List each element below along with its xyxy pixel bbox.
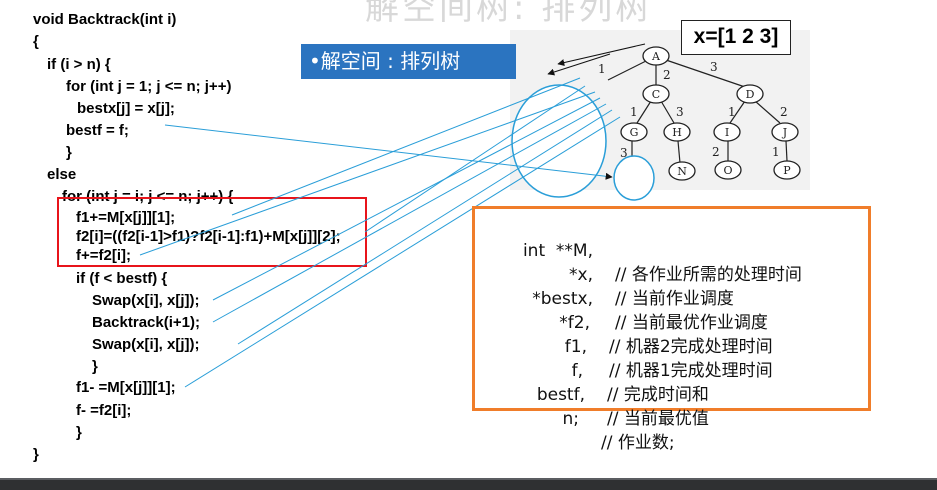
code-line: } [33,446,39,463]
permutation-label: x=[1 2 3] [681,20,791,55]
var-row: *f2, // 机器2完成处理时间 [475,287,868,383]
var-decl: *x, [569,265,593,285]
var-comment: // 当前最优值 [607,409,709,429]
var-decl: *bestx, [532,289,593,309]
var-decl: *f2, [559,313,590,333]
code-line: Swap(x[i], x[j]); [92,292,200,309]
solution-space-label: •解空间 : 排列树 [301,44,516,79]
code-line: { [33,33,39,50]
code-line: if (i > n) { [47,56,111,73]
var-comment: // 当前作业调度 [615,289,734,309]
var-comment: // 机器2完成处理时间 [609,337,773,357]
var-row: f, // 完成时间和 [475,335,868,431]
var-row: int **M, // 各作业所需的处理时间 [475,215,868,311]
code-line: else [47,166,77,183]
code-line: } [76,424,82,441]
slide-title-faded: 解空间树: 排列树 [365,0,653,28]
variable-legend: int **M, // 各作业所需的处理时间 *x, // 当前作业调度 *be… [472,206,871,453]
code-line: } [92,358,98,375]
var-decl: n; [562,409,579,429]
code-line: Backtrack(i+1); [92,314,200,331]
var-comment: // 完成时间和 [607,385,709,405]
bottom-bar-stripe [0,478,937,480]
var-comment: // 当前最优作业调度 [615,313,768,333]
var-decl: f, [571,361,583,381]
code-line: for (int j = 1; j <= n; j++) [66,78,232,95]
code-line: void Backtrack(int i) [33,11,177,28]
bottom-bar [0,478,937,490]
code-line: f1- =M[x[j]][1]; [76,379,176,396]
code-line: bestx[j] = x[j]; [77,100,175,117]
code-line: if (f < bestf) { [76,270,168,287]
var-row: *bestx, // 当前最优作业调度 [475,263,868,359]
var-comment: // 机器1完成处理时间 [609,361,773,381]
var-decl: bestf, [536,385,585,405]
code-line: Swap(x[i], x[j]); [92,336,200,353]
var-decl: int **M, [522,241,593,261]
code-line: bestf = f; [66,122,129,139]
code-line: } [66,144,72,161]
highlight-box [57,197,367,267]
code-line: f+=f2[i]; [76,247,132,264]
code-line: f- =f2[i]; [76,402,132,419]
var-row: *x, // 当前作业调度 [475,239,868,335]
var-row: bestf, // 当前最优值 [475,359,868,455]
var-comment: // 各作业所需的处理时间 [615,265,802,285]
var-comment: // 作业数; [601,433,675,453]
var-row: n; // 作业数; [475,383,868,478]
var-row: f1, // 机器1完成处理时间 [475,311,868,407]
slide: 解空间树: 排列树 void Backtrack(int i) { if (i … [33,0,871,463]
var-decl: f1, [564,337,587,357]
